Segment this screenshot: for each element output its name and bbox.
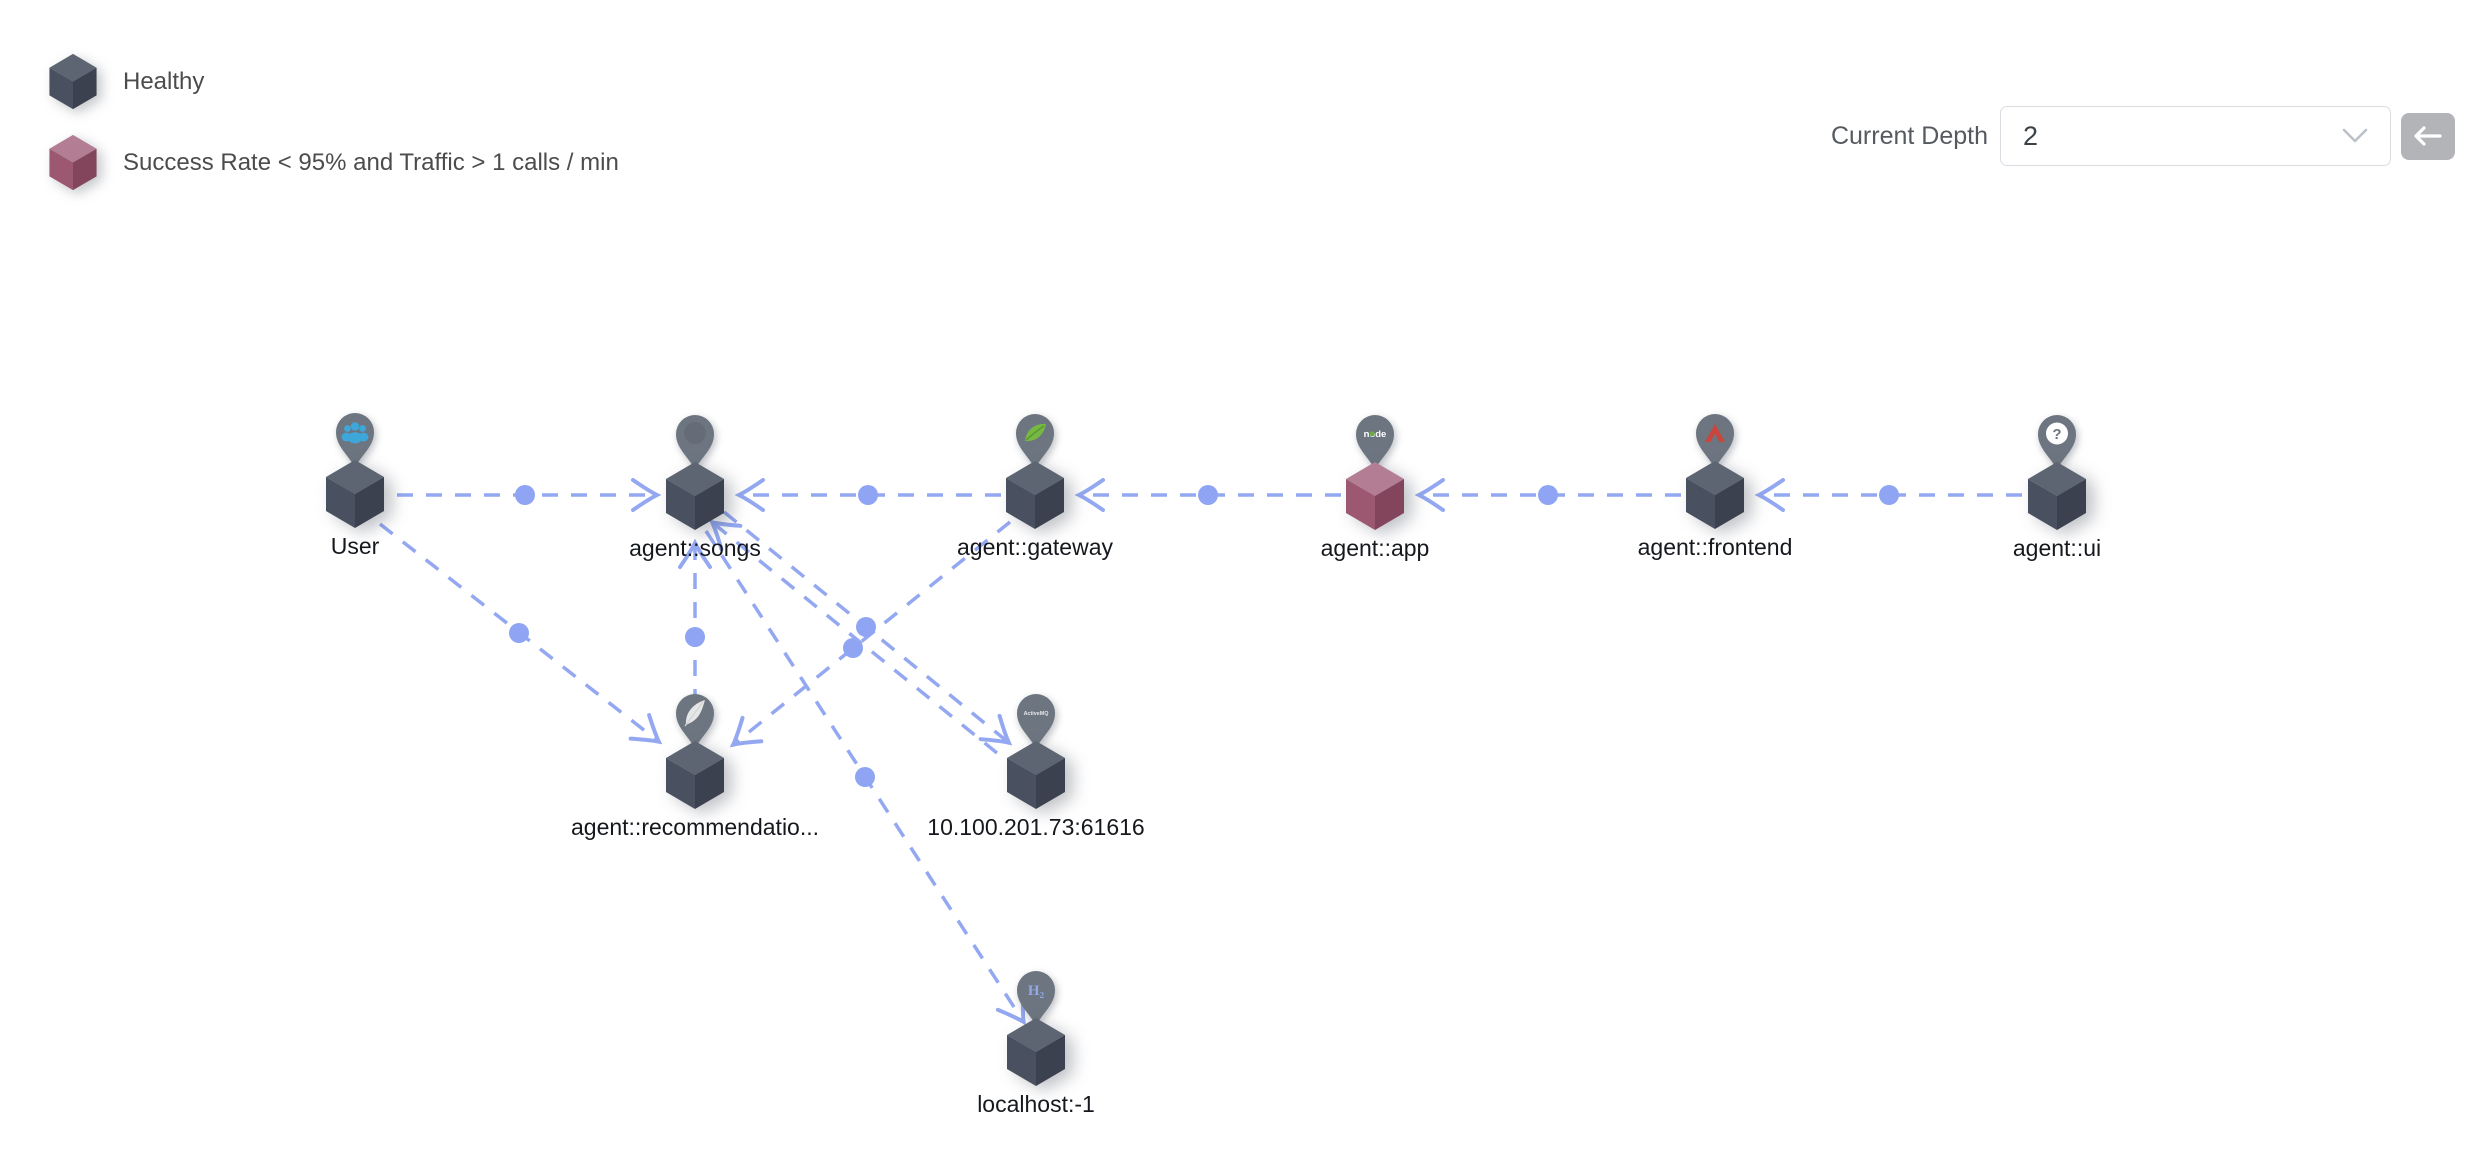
service-cube bbox=[1007, 1018, 1065, 1086]
edge-ui-frontend[interactable] bbox=[1760, 485, 2022, 505]
edge-user-songs[interactable] bbox=[397, 485, 656, 505]
spring-leaf-icon bbox=[1016, 414, 1054, 469]
depth-controls: Current Depth 2 bbox=[1831, 106, 2455, 166]
nodejs-icon: node bbox=[1356, 415, 1394, 470]
node-label: agent::recommendatio... bbox=[570, 814, 820, 840]
node-agent-app[interactable]: node agent::app bbox=[1235, 414, 1515, 560]
traffic-dot bbox=[509, 623, 529, 643]
traffic-dot bbox=[858, 485, 878, 505]
h2-database-logo: H₂ bbox=[1017, 971, 1055, 1026]
traffic-dot bbox=[855, 767, 875, 787]
legend: Healthy Success Rate < 95% and Traffic >… bbox=[47, 52, 619, 192]
node-localhost[interactable]: H₂ localhost:-1 bbox=[896, 970, 1176, 1116]
node-label: User bbox=[330, 533, 380, 559]
edge-app-gateway[interactable] bbox=[1080, 485, 1341, 505]
service-cube bbox=[666, 741, 724, 809]
node-label: 10.100.201.73:61616 bbox=[927, 814, 1145, 840]
plain-pin-icon bbox=[676, 415, 714, 470]
node-agent-gateway[interactable]: agent::gateway bbox=[895, 413, 1175, 559]
edge-songs-localhost[interactable] bbox=[704, 530, 1023, 1021]
traffic-dot bbox=[1879, 485, 1899, 505]
node-agent-songs[interactable]: agent::songs bbox=[555, 414, 835, 560]
feather-icon bbox=[676, 694, 714, 749]
arrow-left-icon bbox=[2414, 126, 2442, 146]
depth-select[interactable]: 2 bbox=[2000, 106, 2391, 166]
service-cube bbox=[1006, 461, 1064, 529]
depth-value: 2 bbox=[2023, 120, 2039, 151]
traffic-dot bbox=[515, 485, 535, 505]
svg-text:H₂: H₂ bbox=[1028, 983, 1045, 999]
node-label: localhost:-1 bbox=[977, 1091, 1095, 1117]
users-icon bbox=[336, 413, 374, 468]
svg-text:node: node bbox=[1364, 429, 1387, 440]
legend-label: Healthy bbox=[123, 67, 205, 95]
service-cube bbox=[326, 460, 384, 528]
red-chevron-icon bbox=[1696, 414, 1734, 469]
legend-item-healthy: Healthy bbox=[47, 52, 619, 111]
edge-songs-activemq[interactable] bbox=[722, 510, 1008, 742]
svg-text:?: ? bbox=[2052, 426, 2061, 443]
node-label: agent::gateway bbox=[956, 534, 1113, 560]
edge-user-recommendation[interactable] bbox=[378, 522, 658, 741]
service-cube bbox=[2028, 462, 2086, 530]
node-user[interactable]: User bbox=[215, 412, 495, 558]
node-agent-recommendation[interactable]: agent::recommendatio... bbox=[555, 693, 835, 839]
question-mark-icon: ? bbox=[2038, 415, 2076, 470]
edge-frontend-app[interactable] bbox=[1420, 485, 1681, 505]
node-activemq[interactable]: ActiveMQ 10.100.201.73:61616 bbox=[896, 693, 1176, 839]
activemq-logo: ActiveMQ bbox=[1017, 694, 1055, 749]
service-cube bbox=[1686, 461, 1744, 529]
edge-gateway-songs[interactable] bbox=[740, 485, 1001, 505]
legend-label: Success Rate < 95% and Traffic > 1 calls… bbox=[123, 148, 619, 176]
node-agent-ui[interactable]: ? agent::ui bbox=[1917, 414, 2197, 560]
service-cube bbox=[1346, 462, 1404, 530]
node-label: agent::songs bbox=[629, 535, 761, 561]
traffic-dot bbox=[685, 627, 705, 647]
node-label: agent::app bbox=[1320, 535, 1430, 561]
node-label: agent::frontend bbox=[1637, 534, 1793, 560]
legend-item-unhealthy: Success Rate < 95% and Traffic > 1 calls… bbox=[47, 133, 619, 192]
traffic-dot bbox=[843, 638, 863, 658]
node-agent-frontend[interactable]: agent::frontend bbox=[1575, 413, 1855, 559]
traffic-dot bbox=[1538, 485, 1558, 505]
node-label: agent::ui bbox=[2012, 535, 2102, 561]
back-button[interactable] bbox=[2401, 112, 2455, 160]
svg-text:ActiveMQ: ActiveMQ bbox=[1024, 711, 1049, 717]
current-depth-label: Current Depth bbox=[1830, 121, 1988, 150]
chevron-down-icon bbox=[2342, 128, 2368, 143]
traffic-dot bbox=[856, 617, 876, 637]
traffic-dot bbox=[1198, 485, 1218, 505]
service-cube bbox=[1007, 741, 1065, 809]
service-cube bbox=[666, 462, 724, 530]
edge-activemq-songs[interactable] bbox=[713, 523, 999, 755]
